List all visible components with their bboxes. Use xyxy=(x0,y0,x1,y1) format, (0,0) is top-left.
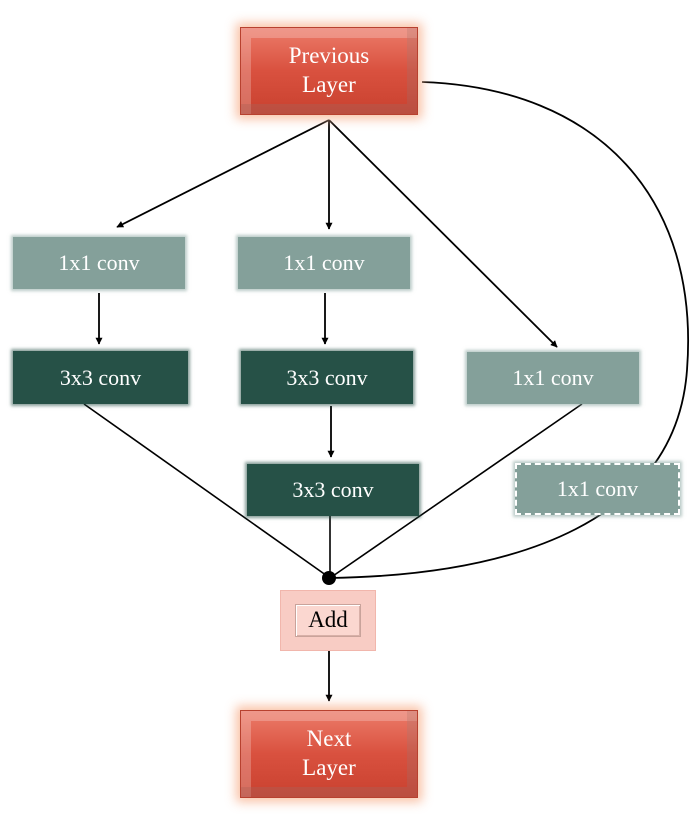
previous-layer-node: Previous Layer xyxy=(240,27,418,115)
edge-prev-to-branch3 xyxy=(328,119,558,348)
branch1-3x3-conv-label: 3x3 conv xyxy=(59,364,142,390)
branch2-3x3-conv-a-label: 3x3 conv xyxy=(286,364,368,390)
branch2-1x1-conv-label: 1x1 conv xyxy=(283,250,365,276)
add-label-box: Add xyxy=(295,604,361,637)
shortcut-1x1-conv-label: 1x1 conv xyxy=(556,476,639,502)
shortcut-1x1-conv-node: 1x1 conv xyxy=(515,463,680,515)
edge-branch3-to-add xyxy=(329,403,583,579)
merge-junction-dot xyxy=(322,571,336,585)
branch1-1x1-conv-label: 1x1 conv xyxy=(58,250,140,276)
edge-branch1-to-add xyxy=(83,403,331,579)
next-layer-label-line2: Layer xyxy=(302,755,356,780)
edge-prev-to-branch1 xyxy=(116,119,330,228)
branch1-3x3-conv-node: 3x3 conv xyxy=(13,351,188,404)
branch3-1x1-conv-label: 1x1 conv xyxy=(512,365,594,391)
branch2-1x1-conv-node: 1x1 conv xyxy=(238,237,410,289)
previous-layer-label-line1: Previous xyxy=(288,43,370,69)
edge-shortcut-curve xyxy=(329,81,689,579)
add-label: Add xyxy=(308,607,348,633)
branch2-3x3-conv-b-node: 3x3 conv xyxy=(247,464,419,516)
previous-layer-label-line2: Layer xyxy=(302,72,356,97)
next-layer-node: Next Layer xyxy=(240,710,418,798)
branch2-3x3-conv-b-label: 3x3 conv xyxy=(292,477,374,503)
next-layer-label-line1: Next xyxy=(306,726,352,752)
add-node: Add xyxy=(280,590,376,651)
branch2-3x3-conv-a-node: 3x3 conv xyxy=(241,351,413,404)
branch3-1x1-conv-node: 1x1 conv xyxy=(467,352,639,404)
branch1-1x1-conv-node: 1x1 conv xyxy=(13,237,185,289)
